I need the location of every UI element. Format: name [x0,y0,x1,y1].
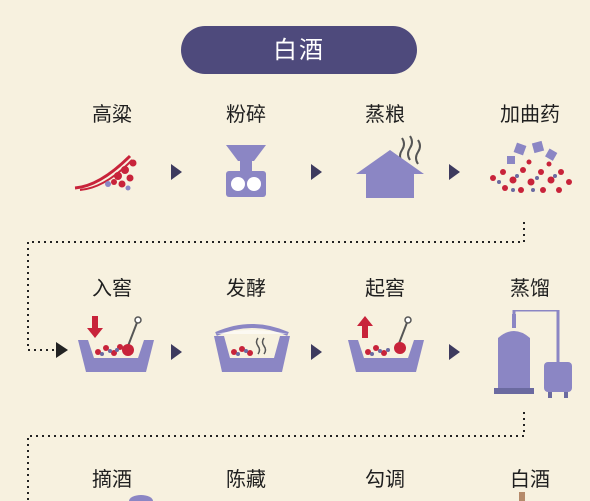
cellar-in-icon [76,314,156,376]
step-label-aging: 陈藏 [226,467,266,491]
step-label-fermentation: 发酵 [226,276,266,300]
step-label-cellar-in: 入窖 [92,276,132,300]
arrow-icon [171,344,182,360]
step-label-blending: 勾调 [365,467,405,491]
distiller-icon [488,310,580,400]
arrow-icon [171,164,182,180]
title-banner: 白酒 [181,26,417,74]
step-label-cellar-out: 起窖 [365,276,405,300]
bottle-icon [517,492,527,501]
step-label-distillation: 蒸馏 [510,276,550,300]
step-label-grinding: 粉碎 [226,102,266,126]
yeast-mix-icon [485,140,580,200]
step-label-add-yeast: 加曲药 [500,102,560,126]
step-label-sorghum: 高粱 [92,102,132,126]
fermentation-icon [212,322,292,376]
collect-liquor-icon [126,494,156,501]
step-label-baijiu: 白酒 [510,467,550,491]
arrow-icon [449,164,460,180]
step-label-collect: 摘酒 [92,467,132,491]
cellar-out-icon [346,314,426,376]
arrow-icon [449,344,460,360]
sorghum-icon [70,148,150,198]
steam-house-icon [352,132,432,202]
step-label-steaming: 蒸粮 [365,102,405,126]
arrow-icon [311,344,322,360]
grinder-icon [218,143,274,201]
arrow-icon [311,164,322,180]
